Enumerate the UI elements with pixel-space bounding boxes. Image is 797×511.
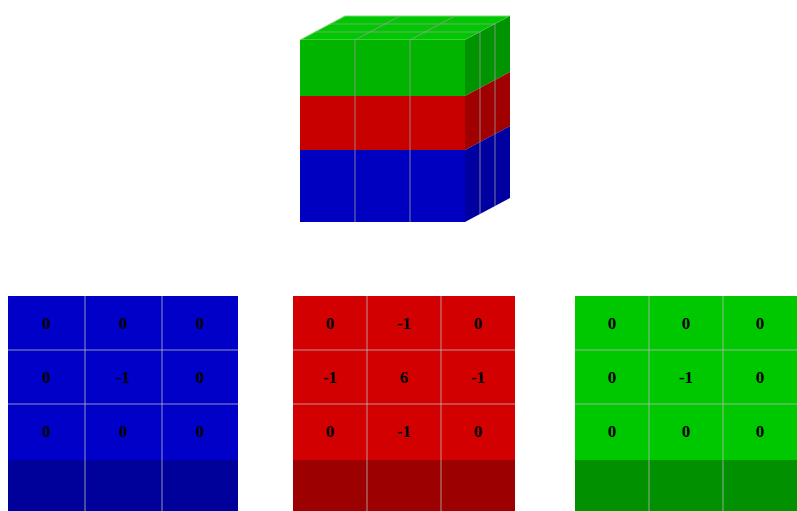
cell-value: 0 <box>756 423 765 440</box>
cell-value: 0 <box>195 369 204 386</box>
cell-value: 0 <box>756 369 765 386</box>
cell-value: 0 <box>42 423 51 440</box>
cell-value: 0 <box>42 315 51 332</box>
slab-grid <box>8 296 797 511</box>
cell-value: 0 <box>195 423 204 440</box>
cell-value: 0 <box>326 423 335 440</box>
blue-slab-front <box>8 460 238 511</box>
cell-value: 0 <box>119 423 128 440</box>
cell-value: 0 <box>474 315 483 332</box>
cell-value: 0 <box>119 315 128 332</box>
cell-value: 0 <box>756 315 765 332</box>
cube-green-layer <box>300 40 465 96</box>
cell-value: 0 <box>326 315 335 332</box>
cell-value: 6 <box>400 369 409 386</box>
cell-value: 0 <box>608 423 617 440</box>
green-slab-top <box>575 296 797 460</box>
cube-grid <box>315 16 495 222</box>
cell-value: -1 <box>679 369 693 386</box>
cell-value: -1 <box>397 315 411 332</box>
blue-slab-top <box>8 296 238 460</box>
cube-blue-layer <box>300 150 465 222</box>
cell-value: 0 <box>42 369 51 386</box>
cell-value: 0 <box>608 369 617 386</box>
cell-value: -1 <box>397 423 411 440</box>
red-slab-top <box>293 296 515 460</box>
cube-red-layer <box>300 96 465 150</box>
red-slab-front <box>293 460 515 511</box>
cell-value: 0 <box>608 315 617 332</box>
cell-value: 0 <box>195 315 204 332</box>
green-slab-front <box>575 460 797 511</box>
cell-value: 0 <box>682 423 691 440</box>
cube-blue-side <box>465 126 510 222</box>
cell-value: 0 <box>474 423 483 440</box>
cell-value: -1 <box>471 369 485 386</box>
cell-value: 0 <box>682 315 691 332</box>
cell-value: -1 <box>323 369 337 386</box>
cell-value: -1 <box>116 369 130 386</box>
